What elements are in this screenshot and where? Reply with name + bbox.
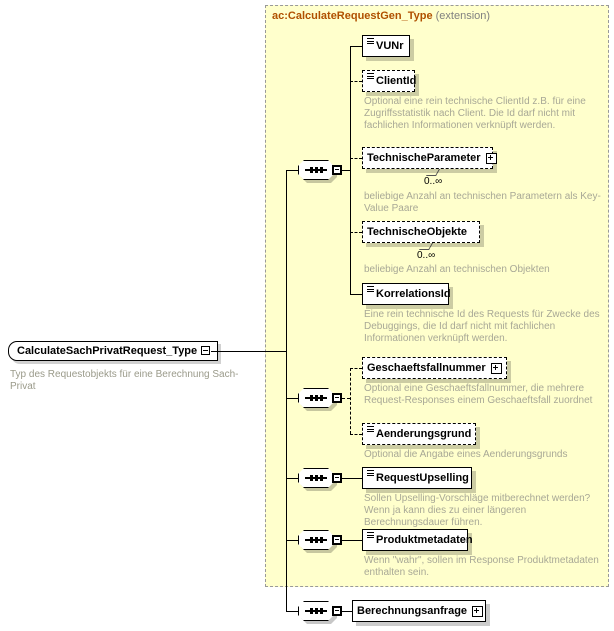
element-box-requestupselling[interactable]: RequestUpselling [362,467,472,489]
sequence-collapse-icon[interactable] [332,473,342,483]
sequence-node-group-3[interactable] [298,468,342,491]
sequence-dot-icon [310,167,313,173]
sequence-collapse-icon[interactable] [332,165,342,175]
trunk-line-root [211,351,286,352]
element-description-requestupselling: Sollen Upselling-Vorschläge mitberechnet… [364,493,591,528]
element-label: ClientId [376,74,417,87]
root-collapse-icon[interactable] [201,346,210,355]
element-type-icon [367,532,374,540]
sequence-dot-icon [320,167,323,173]
trunk-line-vertical [286,170,287,611]
sequence-dot-icon [315,608,318,614]
sequence-collapse-icon[interactable] [332,535,342,545]
element-box-vunr[interactable]: VUNr [362,35,410,57]
root-type-node[interactable]: CalculateSachPrivatRequest_Type [8,341,219,361]
connector-korrelationsid [350,294,362,295]
element-box-berechnungsanfrage[interactable]: Berechnungsanfrage [352,600,486,622]
connector-produktmetadaten [342,540,362,541]
element-type-icon [367,470,374,478]
element-label: Aenderungsgrund [376,427,472,440]
sequence-dot-icon [320,537,323,543]
connector-vunr [350,46,362,47]
sequence-node-group-2[interactable] [298,388,342,411]
element-description-technischeparameter: beliebige Anzahl an technischen Paramete… [364,191,601,214]
element-description-aenderungsgrund: Optional die Angabe eines Aenderungsgrun… [364,449,568,460]
branch-line-group-3 [286,478,298,479]
sequence-dot-icon [310,608,313,614]
connector-technischeobjekte [350,232,362,233]
extension-type-name: ac:CalculateRequestGen_Type [272,10,433,22]
element-label: Berechnungsanfrage [357,604,468,617]
element-box-geschaeftsfallnummer[interactable]: Geschaeftsfallnummer [362,357,507,379]
element-label: Produktmetadaten [376,533,473,546]
expand-icon[interactable] [485,152,497,164]
sequence-node-group-4[interactable] [298,530,342,553]
branch-line-group-5 [286,611,298,612]
root-type-description: Typ des Requestobjekts für eine Berechnu… [10,369,239,392]
element-type-icon [367,426,374,434]
connector-berechnungsanfrage [342,611,352,612]
element-box-aenderungsgrund[interactable]: Aenderungsgrund [362,423,476,445]
expand-icon[interactable] [472,605,484,617]
element-label: TechnischeParameter [367,151,481,164]
branch-line-group-4 [286,540,298,541]
extension-type-label: ac:CalculateRequestGen_Type (extension) [272,10,490,22]
connector-geschaeftsfallnummer [350,368,362,369]
group-1-spine [350,46,351,294]
group-1-stem [342,170,350,171]
sequence-dot-icon [320,475,323,481]
element-box-technischeobjekte[interactable]: TechnischeObjekte [362,221,480,243]
sequence-node-group-1[interactable] [298,160,342,183]
sequence-dot-icon [315,167,318,173]
expand-icon[interactable] [490,362,502,374]
element-label: KorrelationsId [376,287,451,300]
element-description-clientid: Optional eine rein technische ClientId z… [364,96,586,131]
connector-aenderungsgrund [350,434,362,435]
sequence-dot-icon [315,475,318,481]
element-type-icon [367,286,374,294]
group-2-spine [350,368,351,434]
element-type-icon [367,73,374,81]
connector-clientid [350,81,362,82]
element-label: RequestUpselling [376,471,469,484]
element-label: VUNr [376,39,404,52]
sequence-dot-icon [315,395,318,401]
element-box-technischeparameter[interactable]: TechnischeParameter [362,147,497,169]
element-description-korrelationsid: Eine rein technische Id des Requests für… [364,309,600,344]
sequence-collapse-icon[interactable] [332,393,342,403]
cardinality-label-technischeobjekte: 0..∞ [417,250,436,261]
element-label: TechnischeObjekte [367,225,468,238]
cardinality-label-technischeparameter: 0..∞ [424,176,443,187]
sequence-dot-icon [315,537,318,543]
sequence-dot-icon [310,475,313,481]
element-type-icon [367,38,374,46]
sequence-dot-icon [320,395,323,401]
element-box-clientid[interactable]: ClientId [362,70,417,92]
group-2-stem [342,398,350,399]
sequence-dot-icon [320,608,323,614]
root-type-label: CalculateSachPrivatRequest_Type [17,345,198,357]
element-description-technischeobjekte: beliebige Anzahl an technischen Objekten [364,264,550,275]
sequence-collapse-icon[interactable] [332,606,342,616]
sequence-dot-icon [310,395,313,401]
element-description-produktmetadaten: Wenn "wahr", sollen im Response Produktm… [364,555,599,578]
branch-line-group-1 [286,170,298,171]
element-box-produktmetadaten[interactable]: Produktmetadaten [362,529,473,551]
element-description-geschaeftsfallnummer: Optional eine Geschaeftsfallnummer, die … [364,383,593,406]
element-label: Geschaeftsfallnummer [367,361,486,374]
connector-requestupselling [342,478,362,479]
extension-qualifier: (extension) [435,10,491,22]
element-box-korrelationsid[interactable]: KorrelationsId [362,283,451,305]
sequence-node-group-5[interactable] [298,601,342,624]
branch-line-group-2 [286,398,298,399]
connector-technischeparameter [350,158,362,159]
sequence-dot-icon [310,537,313,543]
